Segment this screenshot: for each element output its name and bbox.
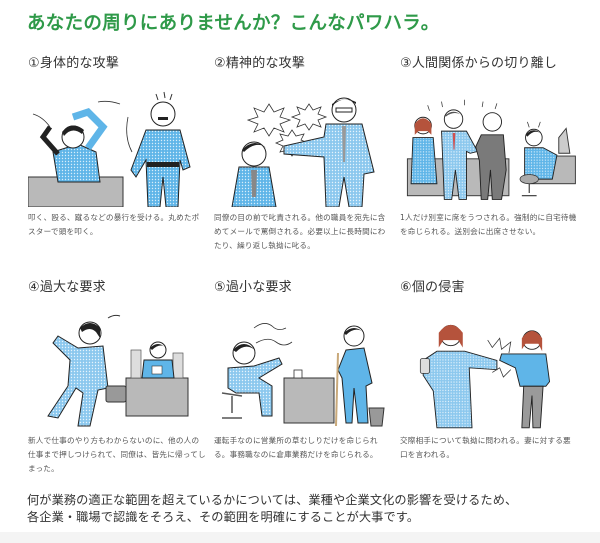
card-description: 叩く、殴る、蹴るなどの暴行を受ける。丸めたポスターで頭を叩く。 xyxy=(28,213,200,236)
card-description: 交際相手について執拗に問われる。妻に対する悪口を言われる。 xyxy=(400,436,571,459)
card-physical-attack: ①身体的な攻撃 叩く、殴る、蹴るなどの暴行を受ける。丸めたポスターで頭を叩く。 xyxy=(28,52,208,236)
card-verbal-abuse: ②精神的な攻撃 同僚の目の前で叱責される。他の職員を宛先に含めてメールで罵倒され… xyxy=(214,52,394,250)
underwork-demand-illustration xyxy=(221,323,385,427)
card-heading: ③人間関係からの切り離し xyxy=(400,56,558,71)
excessive-demand-illustration xyxy=(47,314,189,427)
card-description: 同僚の目の前で叱責される。他の職員を宛先に含めてメールで罵倒される。必要以上に長… xyxy=(214,213,386,250)
card-description: 新人で仕事のやり方もわからないのに、他の人の仕事まで押しつけられて、同僚は、皆先… xyxy=(28,436,206,473)
bottom-band xyxy=(0,532,600,543)
card-heading: ⑤過小な要求 xyxy=(214,280,292,295)
isolation-illustration xyxy=(406,99,576,200)
footer-line-1: 何が業務の適正な範囲を超えているかについては、業種や企業文化の影響を受けるため、 xyxy=(27,493,518,507)
card-heading: ④過大な要求 xyxy=(28,280,106,295)
card-excessive-demand: ④過大な要求 新人で仕事のやり方もわからないのに、他の人の仕事まで押しつけられて… xyxy=(28,276,208,473)
card-description: 運転手なのに営業所の草むしりだけを命じられる。事務職なのに倉庫業務だけを命じられ… xyxy=(214,436,378,459)
privacy-invasion-illustration xyxy=(419,324,551,429)
physical-attack-illustration xyxy=(28,91,191,207)
page-title: あなたの周りにありませんか？こんなパワハラ。 xyxy=(27,13,440,34)
card-isolation: ③人間関係からの切り離し 1人だけ別室に席をうつされる。強制的に自宅待機を命じら… xyxy=(400,52,595,236)
card-heading: ②精神的な攻撃 xyxy=(214,56,306,71)
card-privacy-invasion: ⑥個の侵害 交際相手について執拗に問われる。妻に対する悪口を言われる。 xyxy=(400,276,595,459)
verbal-abuse-illustration xyxy=(231,97,375,207)
footer-line-2: 各企業・職場で認識をそろえ、その範囲を明確にすることが大事です。 xyxy=(27,510,420,524)
card-heading: ①身体的な攻撃 xyxy=(28,56,120,71)
card-description: 1人だけ別室に席をうつされる。強制的に自宅待機を命じられる。送別会に出席させない… xyxy=(400,213,577,236)
footer-note: 何が業務の適正な範囲を超えているかについては、業種や企業文化の影響を受けるため、… xyxy=(27,492,597,526)
card-heading: ⑥個の侵害 xyxy=(400,280,465,295)
card-underwork-demand: ⑤過小な要求 運転手なのに営業所の草むしりだけを命じられる。事務職なのに倉庫業務… xyxy=(214,276,394,459)
